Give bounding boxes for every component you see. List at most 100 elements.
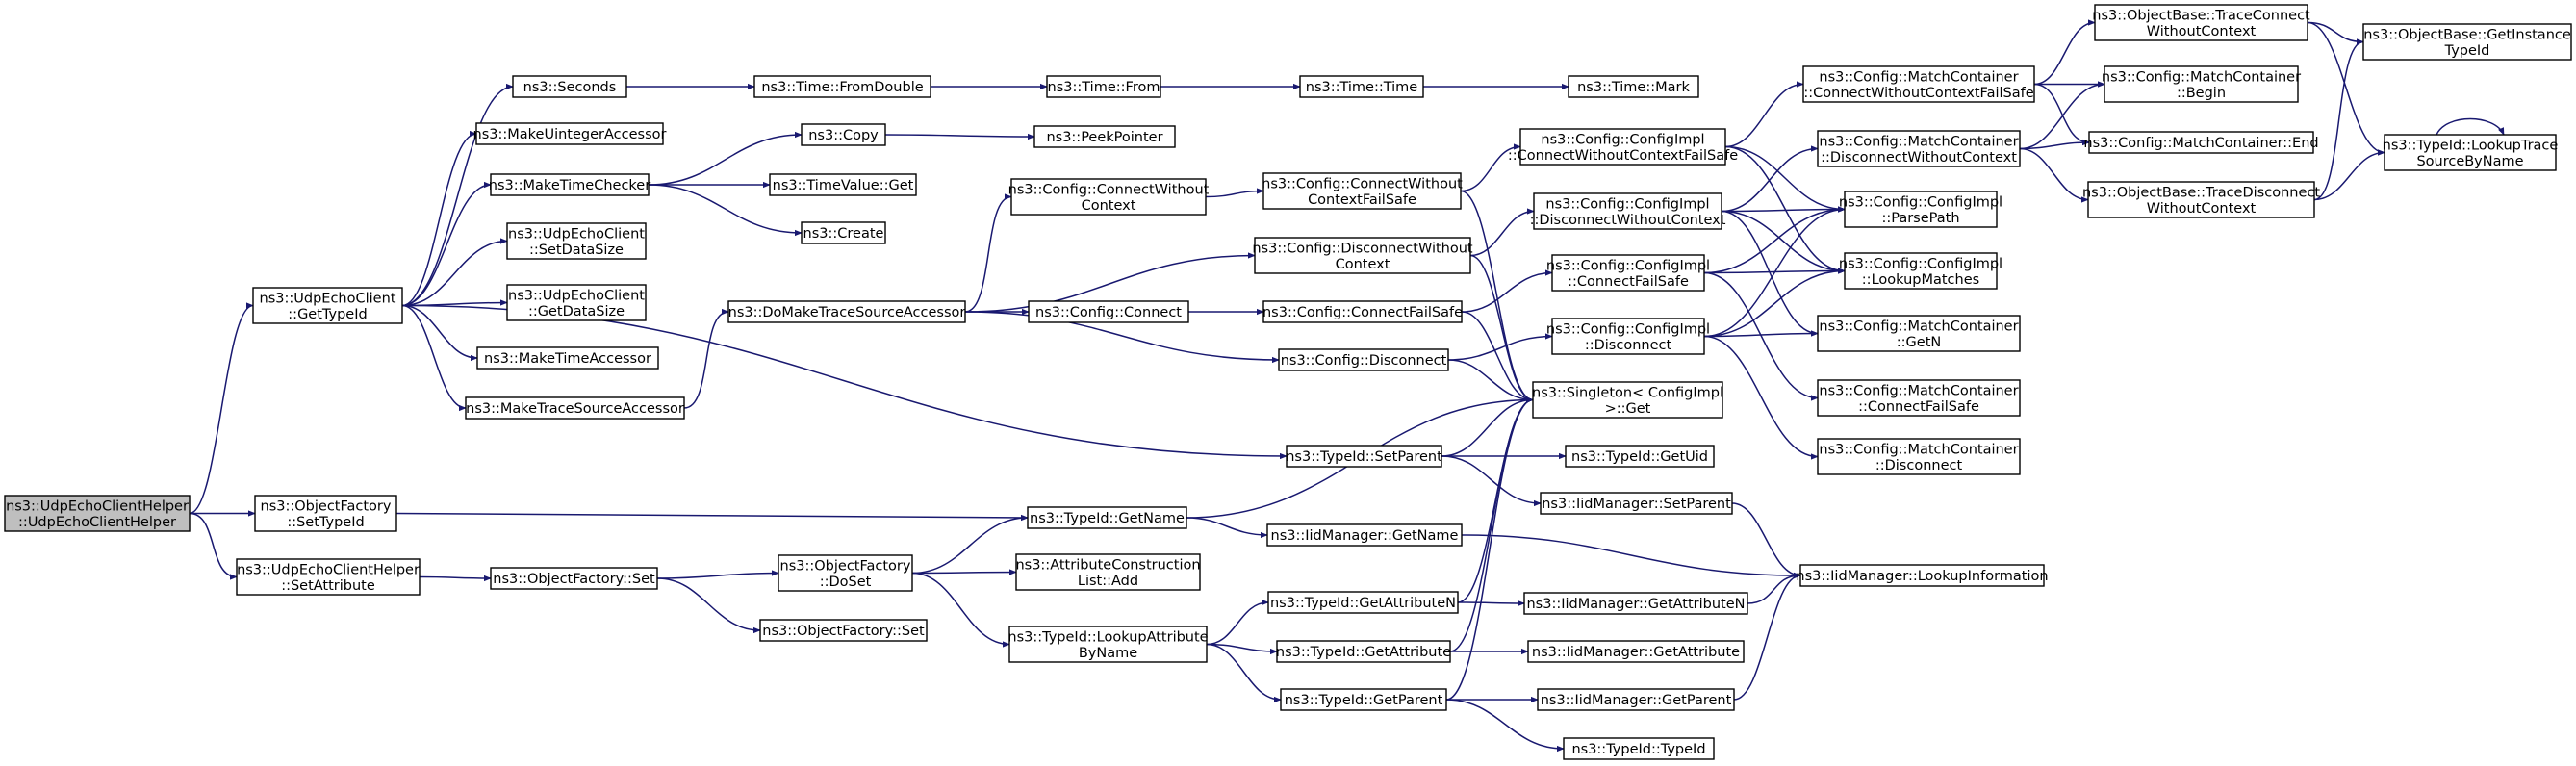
node-setDataSize[interactable]: ns3::UdpEchoClient::SetDataSize xyxy=(506,222,647,260)
node-makeTimeAccessor[interactable]: ns3::MakeTimeAccessor xyxy=(476,346,659,370)
node-label: ns3::Config::MatchContainer xyxy=(1819,319,2018,334)
node-cfgDisconnect[interactable]: ns3::Config::Disconnect xyxy=(1278,348,1449,371)
node-label: ns3::TimeValue::Get xyxy=(773,178,914,193)
node-box xyxy=(465,396,685,420)
node-label: ::SetTypeId xyxy=(287,515,364,530)
edge-getTypeId-to-makeTimeAccessor xyxy=(401,304,478,362)
node-mcGetN[interactable]: ns3::Config::MatchContainer::GetN xyxy=(1817,315,2021,352)
node-cfgConnectWithout[interactable]: ns3::Config::ConnectWithoutContext xyxy=(1008,178,1210,216)
node-ciConnWOCFailSafe[interactable]: ns3::Config::ConfigImpl::ConnectWithoutC… xyxy=(1508,128,1738,166)
node-cfgConnFailSafe[interactable]: ns3::Config::ConnectFailSafe xyxy=(1262,300,1463,323)
node-getAttribute[interactable]: ns3::TypeId::GetAttribute xyxy=(1276,640,1451,663)
node-root[interactable]: ns3::UdpEchoClientHelper::UdpEchoClientH… xyxy=(4,495,191,532)
edge-ciDisconnect-to-mcDisconnect xyxy=(1703,335,1819,460)
node-makeTimeChecker[interactable]: ns3::MakeTimeChecker xyxy=(489,173,650,196)
node-obTraceDisconnWOC[interactable]: ns3::ObjectBase::TraceDisconnectWithoutC… xyxy=(2082,181,2320,218)
edge-root-to-setAttribute xyxy=(189,512,238,580)
node-box xyxy=(506,284,647,321)
node-label: ns3::Config::ConfigImpl xyxy=(1546,258,1710,273)
node-makeTraceSrc[interactable]: ns3::MakeTraceSourceAccessor xyxy=(465,396,685,420)
node-getAttributeN[interactable]: ns3::TypeId::GetAttributeN xyxy=(1267,591,1459,614)
node-timeFrom[interactable]: ns3::Time::From xyxy=(1046,75,1161,98)
node-iidGetName[interactable]: ns3::IidManager::GetName xyxy=(1266,523,1463,547)
node-cfgDisconnWOC[interactable]: ns3::Config::DisconnectWithoutContext xyxy=(1252,237,1473,274)
node-timeTime[interactable]: ns3::Time::Time xyxy=(1299,75,1424,98)
node-label: ::ConnectFailSafe xyxy=(1858,399,1979,415)
node-ofSet2[interactable]: ns3::ObjectFactory::Set xyxy=(759,619,928,642)
node-iidGetAttr[interactable]: ns3::IidManager::GetAttribute xyxy=(1527,640,1745,663)
node-box xyxy=(490,173,650,196)
edge-getTypeId-to-seconds xyxy=(401,83,514,307)
node-getParent[interactable]: ns3::TypeId::GetParent xyxy=(1280,688,1447,711)
node-peekPointer[interactable]: ns3::PeekPointer xyxy=(1033,125,1176,148)
node-setAttribute[interactable]: ns3::UdpEchoClientHelper::SetAttribute xyxy=(236,558,421,596)
node-typeIdGetName[interactable]: ns3::TypeId::GetName xyxy=(1027,506,1187,529)
edge-obTraceDisconnWOC-to-obGetInstanceTypeId xyxy=(2313,38,2364,201)
node-box xyxy=(1254,237,1471,274)
node-iidGetParent[interactable]: ns3::IidManager::GetParent xyxy=(1537,688,1735,711)
node-timeValueGet[interactable]: ns3::TimeValue::Get xyxy=(769,173,917,196)
node-mcEnd[interactable]: ns3::Config::MatchContainer::End xyxy=(2083,131,2319,154)
edge-cfgConnWOCFailSafe-to-singletonGet xyxy=(1460,190,1534,403)
node-label: ns3::IidManager::GetAttribute xyxy=(1532,645,1740,660)
node-ofDoSet[interactable]: ns3::ObjectFactory::DoSet xyxy=(778,554,913,592)
node-obTraceConnWOC[interactable]: ns3::ObjectBase::TraceConnectWithoutCont… xyxy=(2092,4,2310,41)
edge-mcConnWOCFailSafe-to-obTraceConnWOC xyxy=(2033,19,2096,86)
node-box xyxy=(2362,23,2572,61)
node-ofSetTypeId[interactable]: ns3::ObjectFactory::SetTypeId xyxy=(254,495,397,532)
node-box xyxy=(1015,553,1201,591)
edge-getTypeId-to-makeTimeChecker xyxy=(401,181,492,307)
node-box xyxy=(801,221,886,244)
node-box xyxy=(1046,75,1161,98)
edge-ciDisconnWOC-to-ciLookupMatches xyxy=(1721,210,1846,274)
node-seconds[interactable]: ns3::Seconds xyxy=(512,75,627,98)
node-label: ns3::TypeId::LookupAttribute xyxy=(1007,629,1208,645)
node-ofSet[interactable]: ns3::ObjectFactory::Set xyxy=(490,567,658,590)
node-iidGetAttrN[interactable]: ns3::IidManager::GetAttributeN xyxy=(1523,592,1748,615)
node-mcConnFailSafe[interactable]: ns3::Config::MatchContainer::ConnectFail… xyxy=(1817,379,2021,417)
node-label: ::Disconnect xyxy=(1585,338,1672,353)
node-box xyxy=(1276,640,1451,663)
node-setParent[interactable]: ns3::TypeId::SetParent xyxy=(1286,445,1442,468)
node-mcBegin[interactable]: ns3::Config::MatchContainer::Begin xyxy=(2102,65,2301,103)
node-label: WithoutContext xyxy=(2147,24,2257,39)
edge-typeIdGetName-to-iidGetName xyxy=(1186,517,1268,539)
node-iidSetParent[interactable]: ns3::IidManager::SetParent xyxy=(1540,492,1733,515)
node-makeUint[interactable]: ns3::MakeUintegerAccessor xyxy=(473,122,667,145)
node-mcDisconnect[interactable]: ns3::Config::MatchContainer::Disconnect xyxy=(1817,438,2021,475)
node-ciLookupMatches[interactable]: ns3::Config::ConfigImpl::LookupMatches xyxy=(1839,252,2002,290)
node-ciDisconnect[interactable]: ns3::Config::ConfigImpl::Disconnect xyxy=(1546,318,1710,355)
node-label: ns3::ObjectFactory xyxy=(261,498,392,514)
node-copy[interactable]: ns3::Copy xyxy=(801,123,886,146)
node-doMakeTrace[interactable]: ns3::DoMakeTraceSourceAccessor xyxy=(727,300,966,323)
node-fromDouble[interactable]: ns3::Time::FromDouble xyxy=(753,75,931,98)
node-label: ns3::MakeUintegerAccessor xyxy=(473,127,667,142)
node-mcConnWOCFailSafe[interactable]: ns3::Config::MatchContainer::ConnectWith… xyxy=(1802,65,2035,103)
node-label: ::DoSet xyxy=(820,574,872,590)
edge-getTypeId-to-makeUint xyxy=(401,130,477,307)
node-label: ns3::Seconds xyxy=(523,80,617,95)
node-cfgConnect[interactable]: ns3::Config::Connect xyxy=(1028,300,1189,323)
node-ciDisconnWOC[interactable]: ns3::Config::ConfigImpl::DisconnectWitho… xyxy=(1530,192,1726,230)
node-label: ns3::MakeTimeAccessor xyxy=(484,351,651,367)
node-cfgConnWOCFailSafe[interactable]: ns3::Config::ConnectWithoutContextFailSa… xyxy=(1262,172,1463,210)
node-iidLookupInfo[interactable]: ns3::IidManager::LookupInformation xyxy=(1796,564,2049,587)
node-label: ns3::Singleton< ConfigImpl xyxy=(1532,385,1723,400)
node-singletonGet[interactable]: ns3::Singleton< ConfigImpl >::Get xyxy=(1532,381,1723,419)
edge-getTypeId-to-setDataSize xyxy=(401,238,508,307)
node-typeIdTypeId[interactable]: ns3::TypeId::TypeId xyxy=(1563,737,1715,760)
node-ciConnFailSafe[interactable]: ns3::Config::ConfigImpl::ConnectFailSafe xyxy=(1546,254,1710,292)
node-getUid[interactable]: ns3::TypeId::GetUid xyxy=(1565,445,1715,468)
node-getDataSize[interactable]: ns3::UdpEchoClient::GetDataSize xyxy=(506,284,647,321)
node-create[interactable]: ns3::Create xyxy=(801,221,886,244)
edge-cfgDisconnect-to-singletonGet xyxy=(1447,359,1534,403)
edge-ciDisconnect-to-ciParsePath xyxy=(1703,206,1846,338)
node-mcDisconnWOC[interactable]: ns3::Config::MatchContainer::DisconnectW… xyxy=(1817,130,2021,167)
node-getTypeId[interactable]: ns3::UdpEchoClient::GetTypeId xyxy=(252,287,403,324)
node-timeMark[interactable]: ns3::Time::Mark xyxy=(1568,75,1699,98)
node-ciParsePath[interactable]: ns3::Config::ConfigImpl::ParsePath xyxy=(1839,191,2002,228)
